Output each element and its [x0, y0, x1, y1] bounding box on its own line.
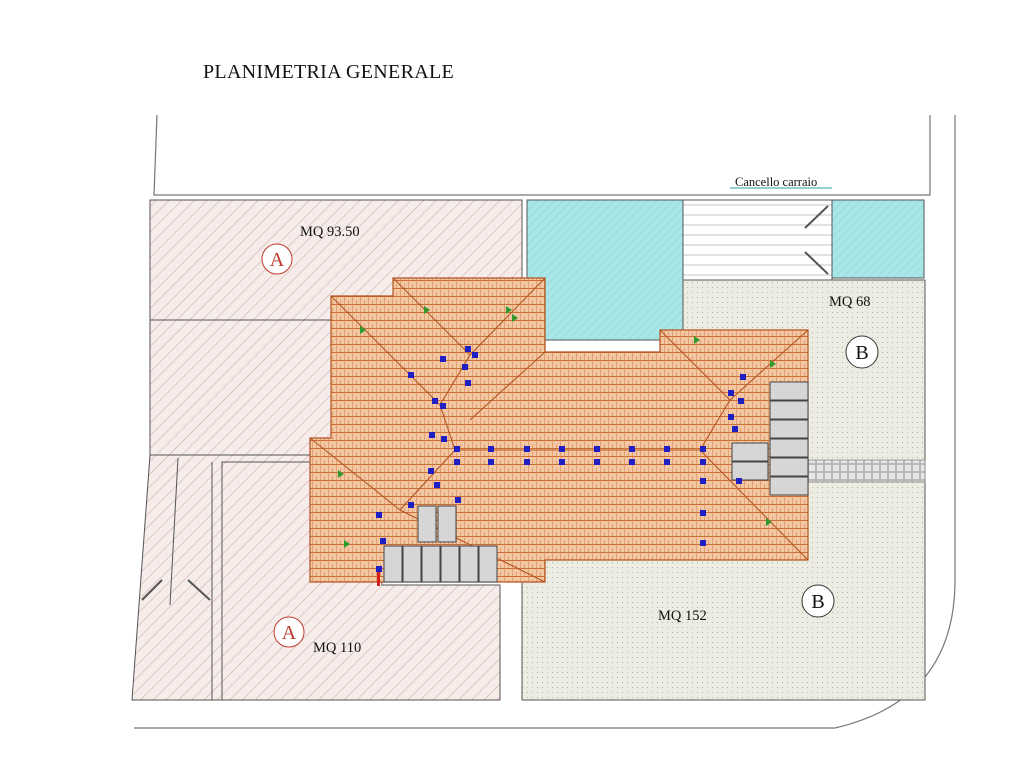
area-label-b-top: MQ 68: [829, 294, 871, 310]
area-label-b-bottom: MQ 152: [658, 608, 707, 624]
red-marker: [377, 572, 380, 586]
zone-a-areas: [131, 199, 523, 701]
gate-label: Cancello carraio: [735, 175, 817, 189]
vent-markers: [338, 306, 776, 548]
zone-letter-a-top: A: [270, 249, 285, 271]
page-title: PLANIMETRIA GENERALE: [203, 61, 454, 83]
zone-marker-a-bottom: A: [273, 616, 305, 648]
zone-marker-b-bottom: B: [801, 584, 835, 618]
zone-letter-a-bottom: A: [282, 622, 297, 644]
solar-panels: [383, 381, 809, 583]
area-label-a-bottom: MQ 110: [313, 640, 361, 656]
area-label-a-top: MQ 93.50: [300, 224, 360, 240]
pool-areas: [526, 199, 925, 341]
zone-letter-b-bottom: B: [811, 591, 824, 613]
downspout-markers: [376, 346, 746, 572]
zone-marker-b-top: B: [845, 335, 879, 369]
zone-letter-b-top: B: [855, 342, 868, 364]
zone-marker-a-top: A: [261, 243, 293, 275]
driveway: [682, 187, 833, 281]
